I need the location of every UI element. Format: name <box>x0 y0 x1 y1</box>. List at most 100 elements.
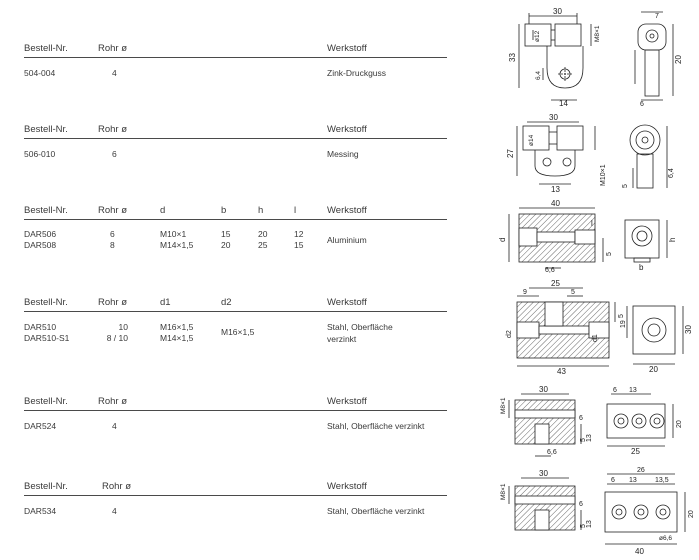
tube-diameter: 4 <box>112 421 117 431</box>
drawing-504: 30 ø12 M8×1 33 6,4 14 7 20 6 <box>508 7 683 108</box>
tube-diameter: 8 / 10 <box>106 333 128 343</box>
drawing-506: 30 ø14 27 M10×1 13 5 6,4 <box>506 113 675 194</box>
tube-diameter: 8 <box>110 240 115 250</box>
dim-27: 27 <box>506 149 515 158</box>
drawing-dar534: M8×1 30 6 13 5 26 6 13 13,5 40 ø6,6 20 <box>500 467 695 556</box>
dim-40: 40 <box>551 199 560 208</box>
material: Stahl, Oberfläche verzinkt <box>327 421 425 431</box>
dim-b: b <box>639 263 644 272</box>
order-number: DAR534 <box>24 506 57 516</box>
dim-5: 5 <box>622 184 629 188</box>
dim-40: 40 <box>635 547 644 556</box>
thread-d1: M16×1,5 <box>160 322 194 332</box>
dim-30: 30 <box>549 113 558 122</box>
dim-6-6: 6,6 <box>547 449 557 456</box>
dim-h: 20 <box>258 229 268 239</box>
dim-13: 13 <box>586 520 593 528</box>
dim-5: 5 <box>580 438 587 442</box>
drawing-dar524: M8×1 30 6 13 5 6,6 6 13 25 20 <box>500 385 683 457</box>
dim-43: 43 <box>557 367 566 376</box>
dim-20: 20 <box>674 55 683 64</box>
dim-m10: M10×1 <box>600 164 607 186</box>
dim-13: 13 <box>586 434 593 442</box>
header-werkstoff: Werkstoff <box>327 297 367 308</box>
order-number: 504-004 <box>24 68 56 78</box>
material: Zink-Druckguss <box>327 68 387 78</box>
tube-diameter: 4 <box>112 506 117 516</box>
header-d2: d2 <box>221 297 232 308</box>
dim-l: 12 <box>294 229 304 239</box>
material-line-2: verzinkt <box>327 334 357 344</box>
dim-6-4: 6,4 <box>535 71 542 80</box>
order-number: 506-010 <box>24 149 56 159</box>
header-bestell: Bestell-Nr. <box>24 297 68 308</box>
dim-13-5: 13,5 <box>655 477 669 484</box>
material: Aluminium <box>327 235 367 245</box>
dim-l: 15 <box>294 240 304 250</box>
dim-6-4: 6,4 <box>668 168 675 178</box>
dim-d2: d2 <box>506 330 513 338</box>
dim-7: 7 <box>655 13 659 20</box>
header-werkstoff: Werkstoff <box>327 396 367 407</box>
dim-6: 6 <box>579 415 583 422</box>
divider <box>24 219 447 220</box>
header-h: h <box>258 205 264 216</box>
header-werkstoff: Werkstoff <box>327 43 367 54</box>
order-number: DAR510-S1 <box>24 333 70 343</box>
dim-25: 25 <box>551 279 560 288</box>
dim-h: h <box>668 238 677 242</box>
dim-30: 30 <box>684 325 693 334</box>
dim-b: 15 <box>221 229 231 239</box>
header-l: l <box>294 205 297 216</box>
order-number: DAR510 <box>24 322 57 332</box>
dim-m8: M8×1 <box>594 25 601 42</box>
divider <box>24 57 447 58</box>
drawing-dar506: 40 d l 5 6,6 b h <box>498 199 677 274</box>
header-bestell: Bestell-Nr. <box>24 205 68 216</box>
dim-20: 20 <box>649 365 658 374</box>
dim-6: 6 <box>579 501 583 508</box>
dim-phi6-6: ø6,6 <box>659 535 672 542</box>
dim-33: 33 <box>508 53 517 62</box>
order-number: DAR508 <box>24 240 57 250</box>
tube-diameter: 4 <box>112 68 117 78</box>
dim-25: 25 <box>631 447 640 456</box>
tube-diameter: 6 <box>110 229 115 239</box>
dim-6-6: 6,6 <box>545 267 555 274</box>
dim-5: 5 <box>580 524 587 528</box>
dim-m8: M8×1 <box>500 397 507 414</box>
dim-d1: d1 <box>592 334 599 342</box>
header-rohr: Rohr ø <box>98 43 128 54</box>
dim-h: 25 <box>258 240 268 250</box>
dim-5-top: 5 <box>571 289 575 296</box>
header-rohr: Rohr ø <box>98 396 128 407</box>
divider <box>24 311 447 312</box>
dim-30: 30 <box>539 469 548 478</box>
dim-13-side: 13 <box>629 387 637 394</box>
dim-30: 30 <box>539 385 548 394</box>
order-number: DAR506 <box>24 229 57 239</box>
dim-13-side: 13 <box>629 477 637 484</box>
dim-13: 13 <box>551 185 560 194</box>
dim-5-side: 5 <box>618 314 625 318</box>
dim-20: 20 <box>676 420 683 428</box>
header-rohr: Rohr ø <box>98 124 128 135</box>
dim-phi14: ø14 <box>528 134 535 146</box>
header-werkstoff: Werkstoff <box>327 481 367 492</box>
dim-b: 20 <box>221 240 231 250</box>
material: Stahl, Oberfläche verzinkt <box>327 506 425 516</box>
header-bestell: Bestell-Nr. <box>24 481 68 492</box>
thread-d2: M16×1,5 <box>221 327 255 337</box>
dim-20: 20 <box>688 510 695 518</box>
header-bestell: Bestell-Nr. <box>24 396 68 407</box>
drawing-dar510: 25 9 5 d2 d1 43 5 19 30 20 <box>506 279 693 376</box>
header-werkstoff: Werkstoff <box>327 205 367 216</box>
thread-d: M10×1 <box>160 229 187 239</box>
dim-m8: M8×1 <box>500 483 507 500</box>
header-bestell: Bestell-Nr. <box>24 124 68 135</box>
dim-26: 26 <box>637 467 645 474</box>
dim-19: 19 <box>620 320 627 328</box>
dim-phi12: ø12 <box>534 30 541 42</box>
order-number: DAR524 <box>24 421 57 431</box>
dim-l: l <box>591 219 593 228</box>
